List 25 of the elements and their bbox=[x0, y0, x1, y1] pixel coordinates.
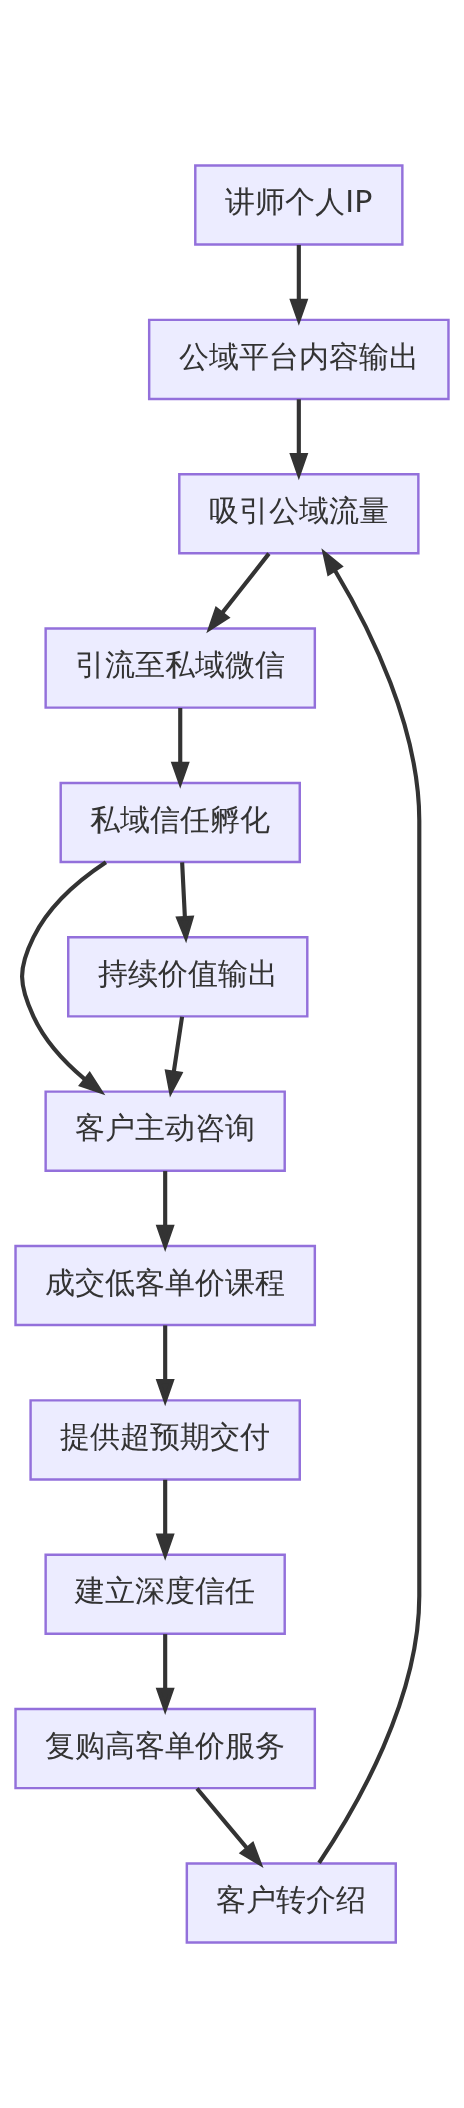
node-box: 引流至私域微信 bbox=[44, 627, 317, 709]
arrow bbox=[289, 399, 309, 481]
arrow bbox=[170, 708, 190, 789]
node-box: 吸引公域流量 bbox=[178, 473, 420, 555]
node-box: 提供超预期交付 bbox=[29, 1399, 301, 1481]
arrow bbox=[164, 1016, 185, 1098]
arrow bbox=[155, 1634, 175, 1715]
node-box: 客户主动咨询 bbox=[44, 1090, 286, 1172]
arrow bbox=[195, 1787, 264, 1868]
node-box: 客户转介绍 bbox=[185, 1862, 397, 1944]
arrow bbox=[317, 548, 422, 1864]
node-box: 复购高客单价服务 bbox=[14, 1707, 317, 1790]
node-box: 私域信任孵化 bbox=[59, 781, 301, 864]
arrow bbox=[206, 552, 271, 634]
arrow bbox=[155, 1479, 175, 1561]
node-box: 持续价值输出 bbox=[67, 936, 309, 1018]
node-box: 成交低客单价课程 bbox=[14, 1244, 317, 1327]
arrow bbox=[20, 860, 108, 1096]
node-box: 讲师个人IP bbox=[194, 164, 404, 246]
arrow bbox=[155, 1325, 175, 1407]
node-box: 公域平台内容输出 bbox=[147, 318, 450, 401]
arrow bbox=[155, 1171, 175, 1252]
arrow bbox=[289, 244, 309, 326]
node-box: 建立深度信任 bbox=[44, 1553, 286, 1635]
arrow bbox=[175, 862, 195, 944]
